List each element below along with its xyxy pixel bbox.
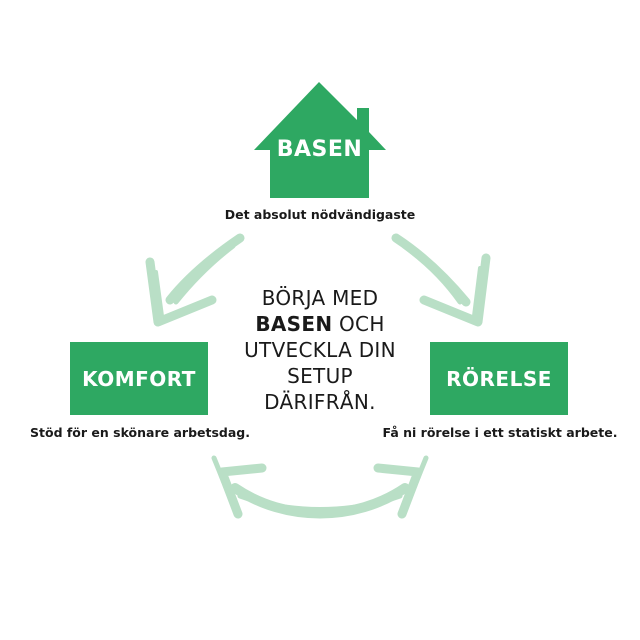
arrow-basen-to-rorelse: [391, 233, 491, 327]
center-message: BÖRJA MED BASEN OCH UTVECKLA DIN SETUP D…: [220, 285, 420, 415]
komfort-label: KOMFORT: [82, 367, 196, 391]
center-line-1: BÖRJA MED: [261, 286, 379, 310]
center-line-4: SETUP: [287, 364, 353, 388]
center-line-5: DÄRIFRÅN.: [264, 390, 376, 414]
basen-caption: Det absolut nödvändigaste: [224, 207, 416, 222]
rorelse-caption: Få ni rörelse i ett statiskt arbete.: [382, 425, 618, 440]
arrow-komfort-rorelse: [211, 455, 429, 519]
arrow-basen-to-komfort: [145, 233, 245, 327]
basen-label: BASEN: [276, 137, 363, 162]
rorelse-box: [430, 342, 568, 415]
center-line-2-rest: OCH: [332, 312, 385, 336]
rorelse-label: RÖRELSE: [446, 367, 552, 391]
house-icon: [254, 82, 386, 198]
komfort-box: [70, 342, 208, 415]
center-line-3: UTVECKLA DIN: [244, 338, 396, 362]
house-shape: [254, 82, 386, 198]
center-line-2: BASEN OCH: [220, 311, 420, 337]
center-line-2-bold: BASEN: [255, 312, 333, 336]
komfort-caption: Stöd för en skönare arbetsdag.: [30, 425, 250, 440]
